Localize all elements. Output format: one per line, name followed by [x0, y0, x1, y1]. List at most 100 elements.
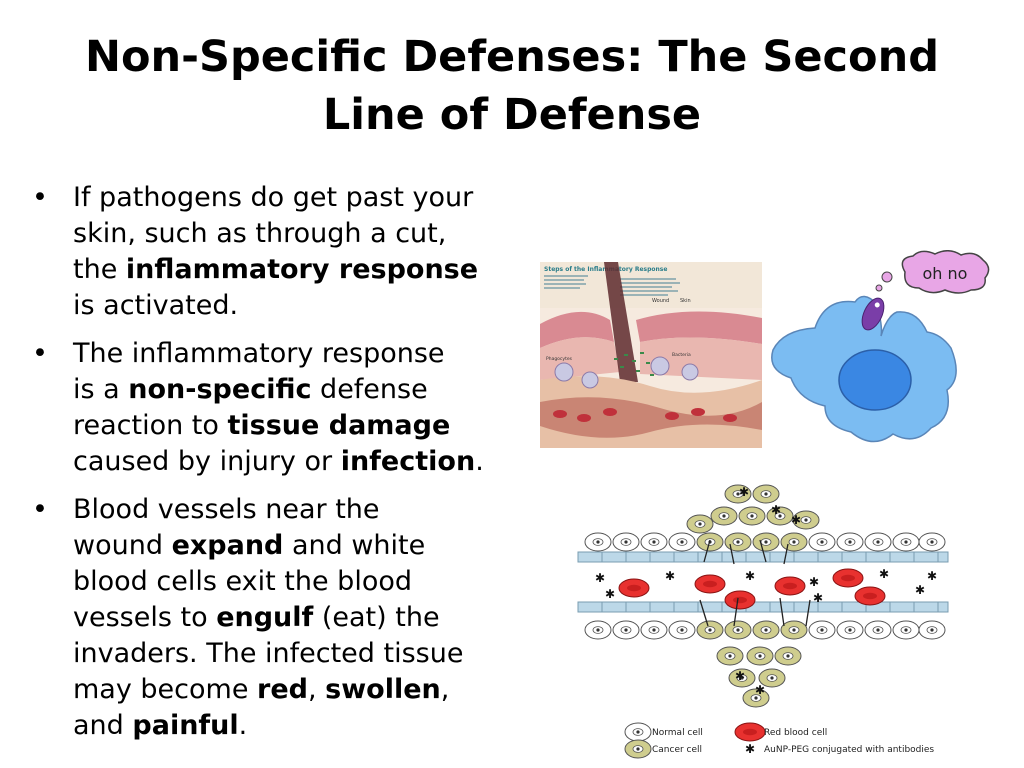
red-blood-cell: [774, 576, 806, 596]
text-run: The inflammatory response: [73, 338, 445, 369]
cell: [612, 620, 640, 640]
bullet-line: invaders. The infected tissue: [73, 636, 535, 672]
cell: [864, 620, 892, 640]
text-run: and: [73, 710, 133, 741]
cell: [724, 620, 752, 640]
bullet-line: Blood vessels near the: [73, 492, 535, 528]
phagocytes: [554, 356, 699, 389]
vessel-wall: [577, 551, 949, 563]
cell: [584, 620, 612, 640]
cell: [724, 484, 752, 504]
text-run: Blood vessels near the: [73, 494, 380, 525]
cell: [724, 532, 752, 552]
bullet-line: skin, such as through a cut,: [73, 216, 535, 252]
text-run: is a: [73, 374, 129, 405]
aunp-marker: ✱: [813, 591, 823, 605]
text-run: is activated.: [73, 290, 239, 321]
aunp-marker: ✱: [745, 569, 755, 583]
cell: [892, 532, 920, 552]
text-run: reaction to: [73, 410, 228, 441]
cell: [738, 506, 766, 526]
cell: [808, 532, 836, 552]
aunp-marker: ✱: [927, 569, 937, 583]
text-run: caused by injury or: [73, 446, 341, 477]
cell: [836, 620, 864, 640]
text-run: .: [475, 446, 484, 477]
bullet-dot: •: [32, 338, 48, 369]
bullet-dot: •: [32, 494, 48, 525]
aunp-marker: ✱: [605, 587, 615, 601]
label-wound: Wound: [652, 298, 669, 304]
cell: [918, 620, 946, 640]
legend-normal-cell: Normal cell: [652, 728, 703, 738]
aunp-marker: ✱: [595, 571, 605, 585]
cell: [668, 532, 696, 552]
arrow: [703, 539, 711, 563]
phagocyte-cartoon: oh no: [771, 250, 990, 443]
text-run: If pathogens do get past your: [73, 182, 474, 213]
cell: [640, 532, 668, 552]
text-run: may become: [73, 674, 258, 705]
cell: [752, 620, 780, 640]
label-phagocytes: Phagocytes: [546, 356, 573, 362]
red-blood-cell: [618, 578, 650, 598]
label-skin: Skin: [680, 298, 691, 304]
text-run: ,: [440, 674, 450, 705]
aunp-marker: ✱: [879, 567, 889, 581]
legend-cancer-cell-icon: [624, 739, 652, 759]
bullet-line: vessels to engulf (eat) the: [73, 600, 535, 636]
arrow: [759, 539, 767, 563]
bacteria: [614, 352, 654, 376]
label-bacteria: Bacteria: [672, 352, 691, 358]
cell: [584, 532, 612, 552]
aunp-marker: ✱: [791, 513, 801, 527]
bold-term: tissue damage: [227, 410, 451, 441]
slide-title: Non-Specific Defenses: The Second Line o…: [40, 28, 984, 144]
cell: [918, 532, 946, 552]
bullet-line: caused by injury or infection.: [73, 444, 535, 480]
bold-term: infection: [340, 446, 476, 477]
arrow: [733, 597, 739, 627]
text-run: ,: [308, 674, 326, 705]
title-line-2: Line of Defense: [322, 90, 702, 140]
cell: [766, 506, 794, 526]
red-blood-cell: [724, 590, 756, 610]
bullet-line: and painful.: [73, 708, 535, 744]
arrow: [783, 543, 789, 565]
aunp-marker: ✱: [745, 742, 755, 756]
arrow: [699, 599, 709, 627]
legend-red-blood-cell: Red blood cell: [764, 728, 827, 738]
text-run: vessels to: [73, 602, 217, 633]
cell: [864, 532, 892, 552]
legend-cancer-cell: Cancer cell: [652, 745, 702, 755]
bullet-line: is activated.: [73, 288, 535, 324]
text-run: and white: [283, 530, 426, 561]
legend-normal-cell-icon: [624, 722, 652, 742]
aunp-marker: ✱: [735, 669, 745, 683]
text-run: (eat) the: [313, 602, 440, 633]
aunp-marker: ✱: [915, 583, 925, 597]
cell: [792, 510, 820, 530]
bold-term: inflammatory response: [125, 254, 479, 285]
pathogen-icon: [861, 297, 885, 331]
cell: [774, 646, 802, 666]
speech-text: oh no: [923, 264, 968, 283]
cell: [758, 668, 786, 688]
cell: [716, 646, 744, 666]
cell: [640, 620, 668, 640]
cell: [742, 688, 770, 708]
red-blood-cell: [854, 586, 886, 606]
cell: [710, 506, 738, 526]
bold-term: engulf: [216, 602, 314, 633]
aunp-marker: ✱: [665, 569, 675, 583]
speech-bubble: [901, 250, 990, 294]
cell: [836, 532, 864, 552]
bullet-dot: •: [32, 182, 48, 213]
nucleus: [838, 349, 912, 411]
aunp-marker: ✱: [755, 683, 765, 697]
text-run: wound: [73, 530, 172, 561]
text-run: .: [238, 710, 248, 741]
text-run: the: [73, 254, 126, 285]
